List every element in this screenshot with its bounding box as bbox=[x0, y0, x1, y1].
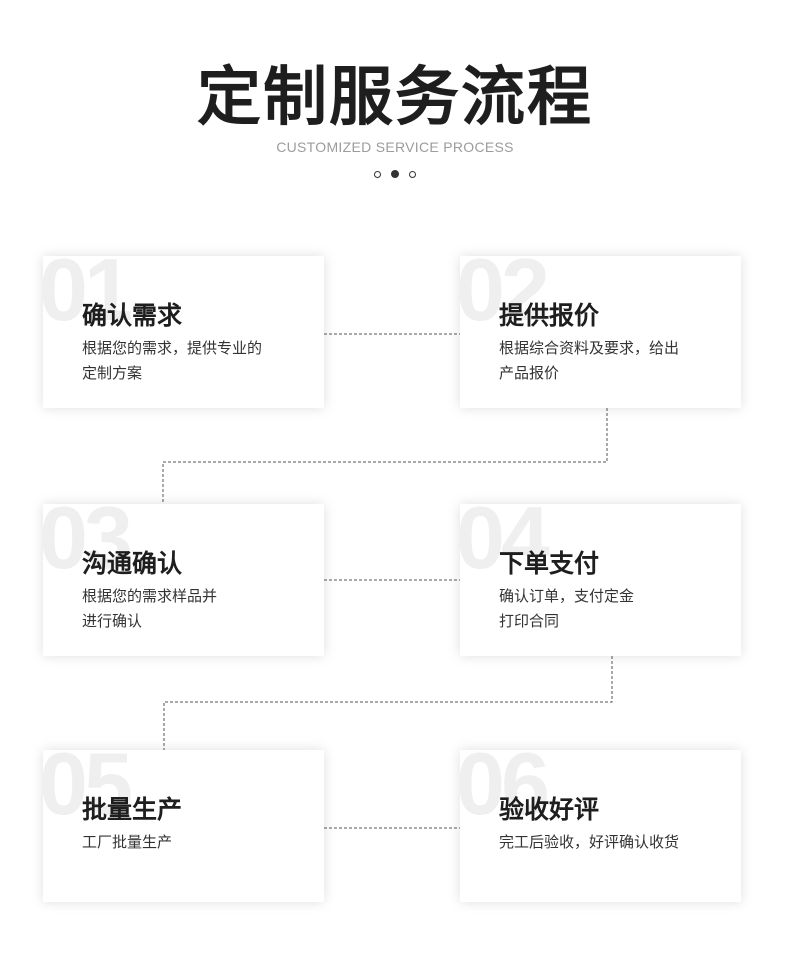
step-title: 验收好评 bbox=[499, 795, 600, 824]
dot-active-icon bbox=[391, 170, 399, 178]
step-description: 确认订单，支付定金 打印合同 bbox=[499, 584, 719, 634]
page-title: 定制服务流程 bbox=[197, 61, 593, 135]
step-desc-line: 工厂批量生产 bbox=[82, 833, 173, 851]
step-card-3: 03 沟通确认 根据您的需求样品并 进行确认 bbox=[43, 504, 324, 656]
step-title: 下单支付 bbox=[499, 549, 600, 578]
decorative-dots bbox=[0, 170, 790, 178]
step-desc-line: 打印合同 bbox=[499, 612, 560, 630]
step-desc-line: 完工后验收，好评确认收货 bbox=[499, 833, 680, 851]
step-desc-line: 进行确认 bbox=[82, 612, 143, 630]
step-title: 沟通确认 bbox=[82, 549, 183, 578]
step-card-1: 01 确认需求 根据您的需求，提供专业的 定制方案 bbox=[43, 256, 324, 408]
step-desc-line: 根据您的需求，提供专业的 bbox=[82, 339, 263, 357]
step-desc-line: 产品报价 bbox=[499, 364, 560, 382]
step-description: 工厂批量生产 bbox=[82, 830, 302, 855]
step-number: 06 bbox=[460, 750, 550, 833]
step-description: 根据您的需求，提供专业的 定制方案 bbox=[82, 336, 302, 386]
step-number: 03 bbox=[43, 504, 133, 587]
page-subtitle: CUSTOMIZED SERVICE PROCESS bbox=[276, 139, 514, 155]
step-title: 批量生产 bbox=[82, 795, 183, 824]
step-card-4: 04 下单支付 确认订单，支付定金 打印合同 bbox=[460, 504, 741, 656]
connector-4-5 bbox=[163, 656, 613, 750]
step-description: 完工后验收，好评确认收货 bbox=[499, 830, 719, 855]
step-number: 02 bbox=[460, 256, 550, 339]
step-number: 04 bbox=[460, 504, 550, 587]
step-number: 05 bbox=[43, 750, 133, 833]
step-desc-line: 确认订单，支付定金 bbox=[499, 587, 635, 605]
connector-2-3 bbox=[162, 408, 608, 504]
dot-icon bbox=[409, 170, 416, 178]
step-number: 01 bbox=[43, 256, 133, 339]
step-desc-line: 定制方案 bbox=[82, 364, 143, 382]
step-description: 根据综合资料及要求，给出 产品报价 bbox=[499, 336, 719, 386]
step-card-2: 02 提供报价 根据综合资料及要求，给出 产品报价 bbox=[460, 256, 741, 408]
step-title: 确认需求 bbox=[82, 301, 183, 330]
dot-icon bbox=[374, 170, 381, 178]
step-title: 提供报价 bbox=[499, 301, 600, 330]
step-card-5: 05 批量生产 工厂批量生产 bbox=[43, 750, 324, 902]
step-description: 根据您的需求样品并 进行确认 bbox=[82, 584, 302, 634]
step-card-6: 06 验收好评 完工后验收，好评确认收货 bbox=[460, 750, 741, 902]
step-desc-line: 根据您的需求样品并 bbox=[82, 587, 218, 605]
step-desc-line: 根据综合资料及要求，给出 bbox=[499, 339, 680, 357]
